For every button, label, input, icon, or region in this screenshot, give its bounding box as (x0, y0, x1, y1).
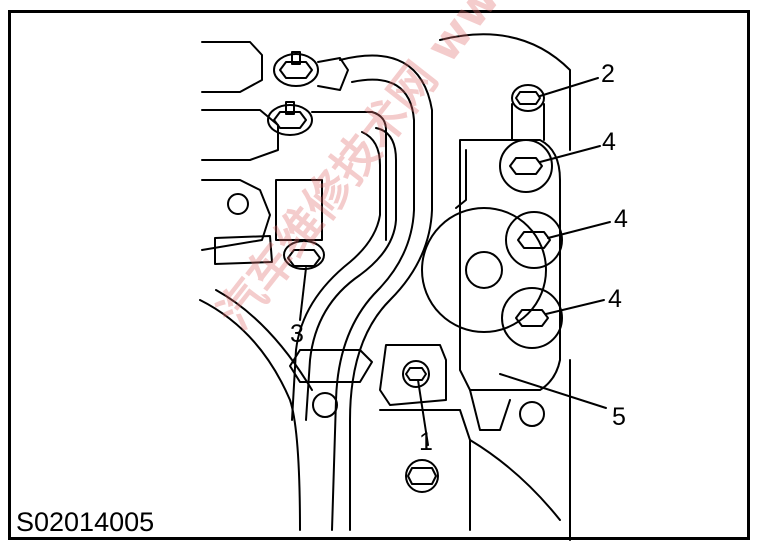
clamp-nut (312, 392, 338, 418)
bolt-4-mid (505, 211, 563, 269)
leader-5 (499, 373, 607, 409)
leader-2 (539, 77, 599, 97)
mount-bracket-foot (469, 389, 511, 431)
bolt-4-top (499, 139, 553, 193)
alternator-hub (465, 251, 503, 289)
pipe-mid (305, 127, 397, 421)
callout-4-bottom: 4 (608, 285, 622, 313)
lower-right-nut (519, 401, 545, 427)
leader-1 (417, 379, 429, 446)
alternator-housing (421, 207, 547, 333)
pipe-lower-left (199, 299, 301, 531)
top-nut-upper (273, 51, 319, 87)
left-lower-bracket (201, 179, 271, 251)
bolt-1 (379, 344, 447, 406)
pipe-clamp (289, 349, 373, 383)
callout-5: 5 (612, 403, 626, 431)
left-mid-bracket (201, 109, 279, 161)
leader-4-mid (547, 221, 611, 239)
figure-id-label: S02014005 (16, 507, 155, 537)
upper-housing-outline (439, 33, 571, 151)
lower-block-outline (379, 409, 471, 531)
bolt-3 (275, 179, 325, 270)
callout-3: 3 (290, 320, 304, 348)
pipe-mid-inner (291, 131, 381, 421)
callout-4-top: 4 (602, 128, 616, 156)
mount-bracket-edge (455, 149, 467, 209)
belt-outline (469, 439, 561, 521)
bolt-4-bottom (501, 287, 563, 349)
leader-3 (299, 267, 307, 321)
mid-bracket-arm (311, 111, 387, 241)
mount-bracket (459, 139, 561, 391)
leader-4-bottom (545, 299, 605, 315)
callout-1: 1 (419, 428, 433, 456)
top-nut-lower (267, 101, 313, 136)
hose-clip (214, 235, 273, 265)
leader-4-top (539, 145, 601, 163)
pipe-left-outer (339, 54, 433, 531)
upper-clamp (317, 57, 349, 91)
callout-4-mid: 4 (614, 205, 628, 233)
figure-frame (8, 10, 750, 540)
pipe-lower-left-inner (215, 289, 313, 391)
bracket-hole (227, 193, 249, 215)
left-upper-bracket (201, 41, 263, 93)
lower-nut (405, 459, 439, 493)
callout-2: 2 (601, 60, 615, 88)
bolt-2 (511, 84, 545, 141)
